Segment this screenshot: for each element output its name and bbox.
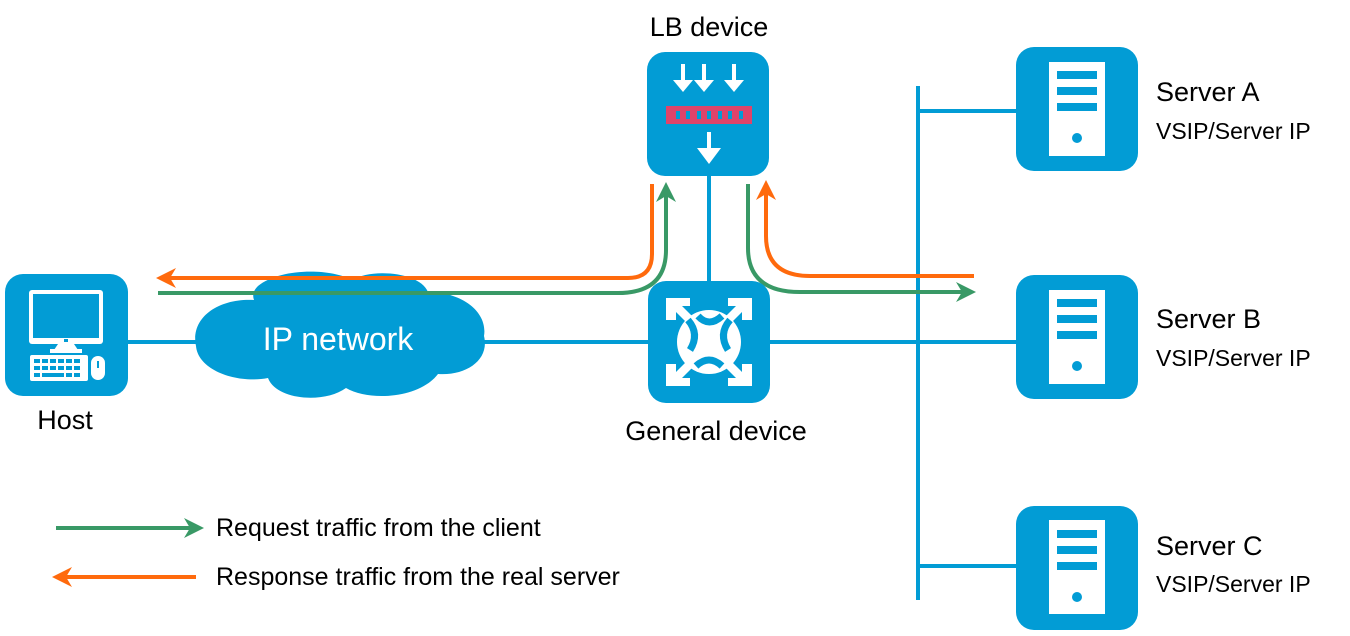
host[interactable]: Host: [5, 274, 128, 435]
legend: Request traffic from the client Response…: [52, 514, 620, 591]
server-b-name: Server B: [1156, 304, 1261, 334]
cloud-icon: [195, 271, 485, 398]
ip-network-cloud: IP network: [195, 271, 485, 398]
server-c-name: Server C: [1156, 531, 1263, 561]
server-a[interactable]: Server A VSIP/Server IP: [1016, 47, 1311, 171]
server-icon: [1049, 62, 1105, 156]
request-path-to-server: [746, 184, 976, 302]
traffic-paths: [156, 180, 976, 302]
switch-router-icon: [666, 298, 752, 386]
request-path-to-lb: [158, 182, 676, 295]
legend-item-response: Response traffic from the real server: [52, 563, 620, 591]
ip-network-label: IP network: [263, 321, 415, 357]
lb-device-label: LB device: [650, 12, 769, 42]
general-device-label: General device: [625, 416, 807, 446]
legend-request-label: Request traffic from the client: [216, 514, 541, 542]
general-device[interactable]: General device: [625, 281, 807, 446]
server-a-name: Server A: [1156, 77, 1260, 107]
legend-item-request: Request traffic from the client: [56, 514, 541, 542]
server-icon: [1049, 520, 1105, 614]
server-c-address: VSIP/Server IP: [1156, 571, 1311, 597]
response-path-to-host: [156, 184, 654, 288]
links: [128, 86, 1016, 600]
lb-device[interactable]: LB device: [647, 12, 769, 176]
server-b-address: VSIP/Server IP: [1156, 345, 1311, 371]
server-a-address: VSIP/Server IP: [1156, 118, 1311, 144]
server-b[interactable]: Server B VSIP/Server IP: [1016, 275, 1311, 399]
legend-response-label: Response traffic from the real server: [216, 563, 620, 591]
server-icon: [1049, 290, 1105, 384]
response-path-to-lb: [756, 180, 974, 278]
host-label: Host: [37, 405, 93, 435]
desktop-computer-icon: [29, 290, 105, 381]
server-c[interactable]: Server C VSIP/Server IP: [1016, 506, 1311, 630]
load-balancer-icon: [666, 64, 752, 164]
